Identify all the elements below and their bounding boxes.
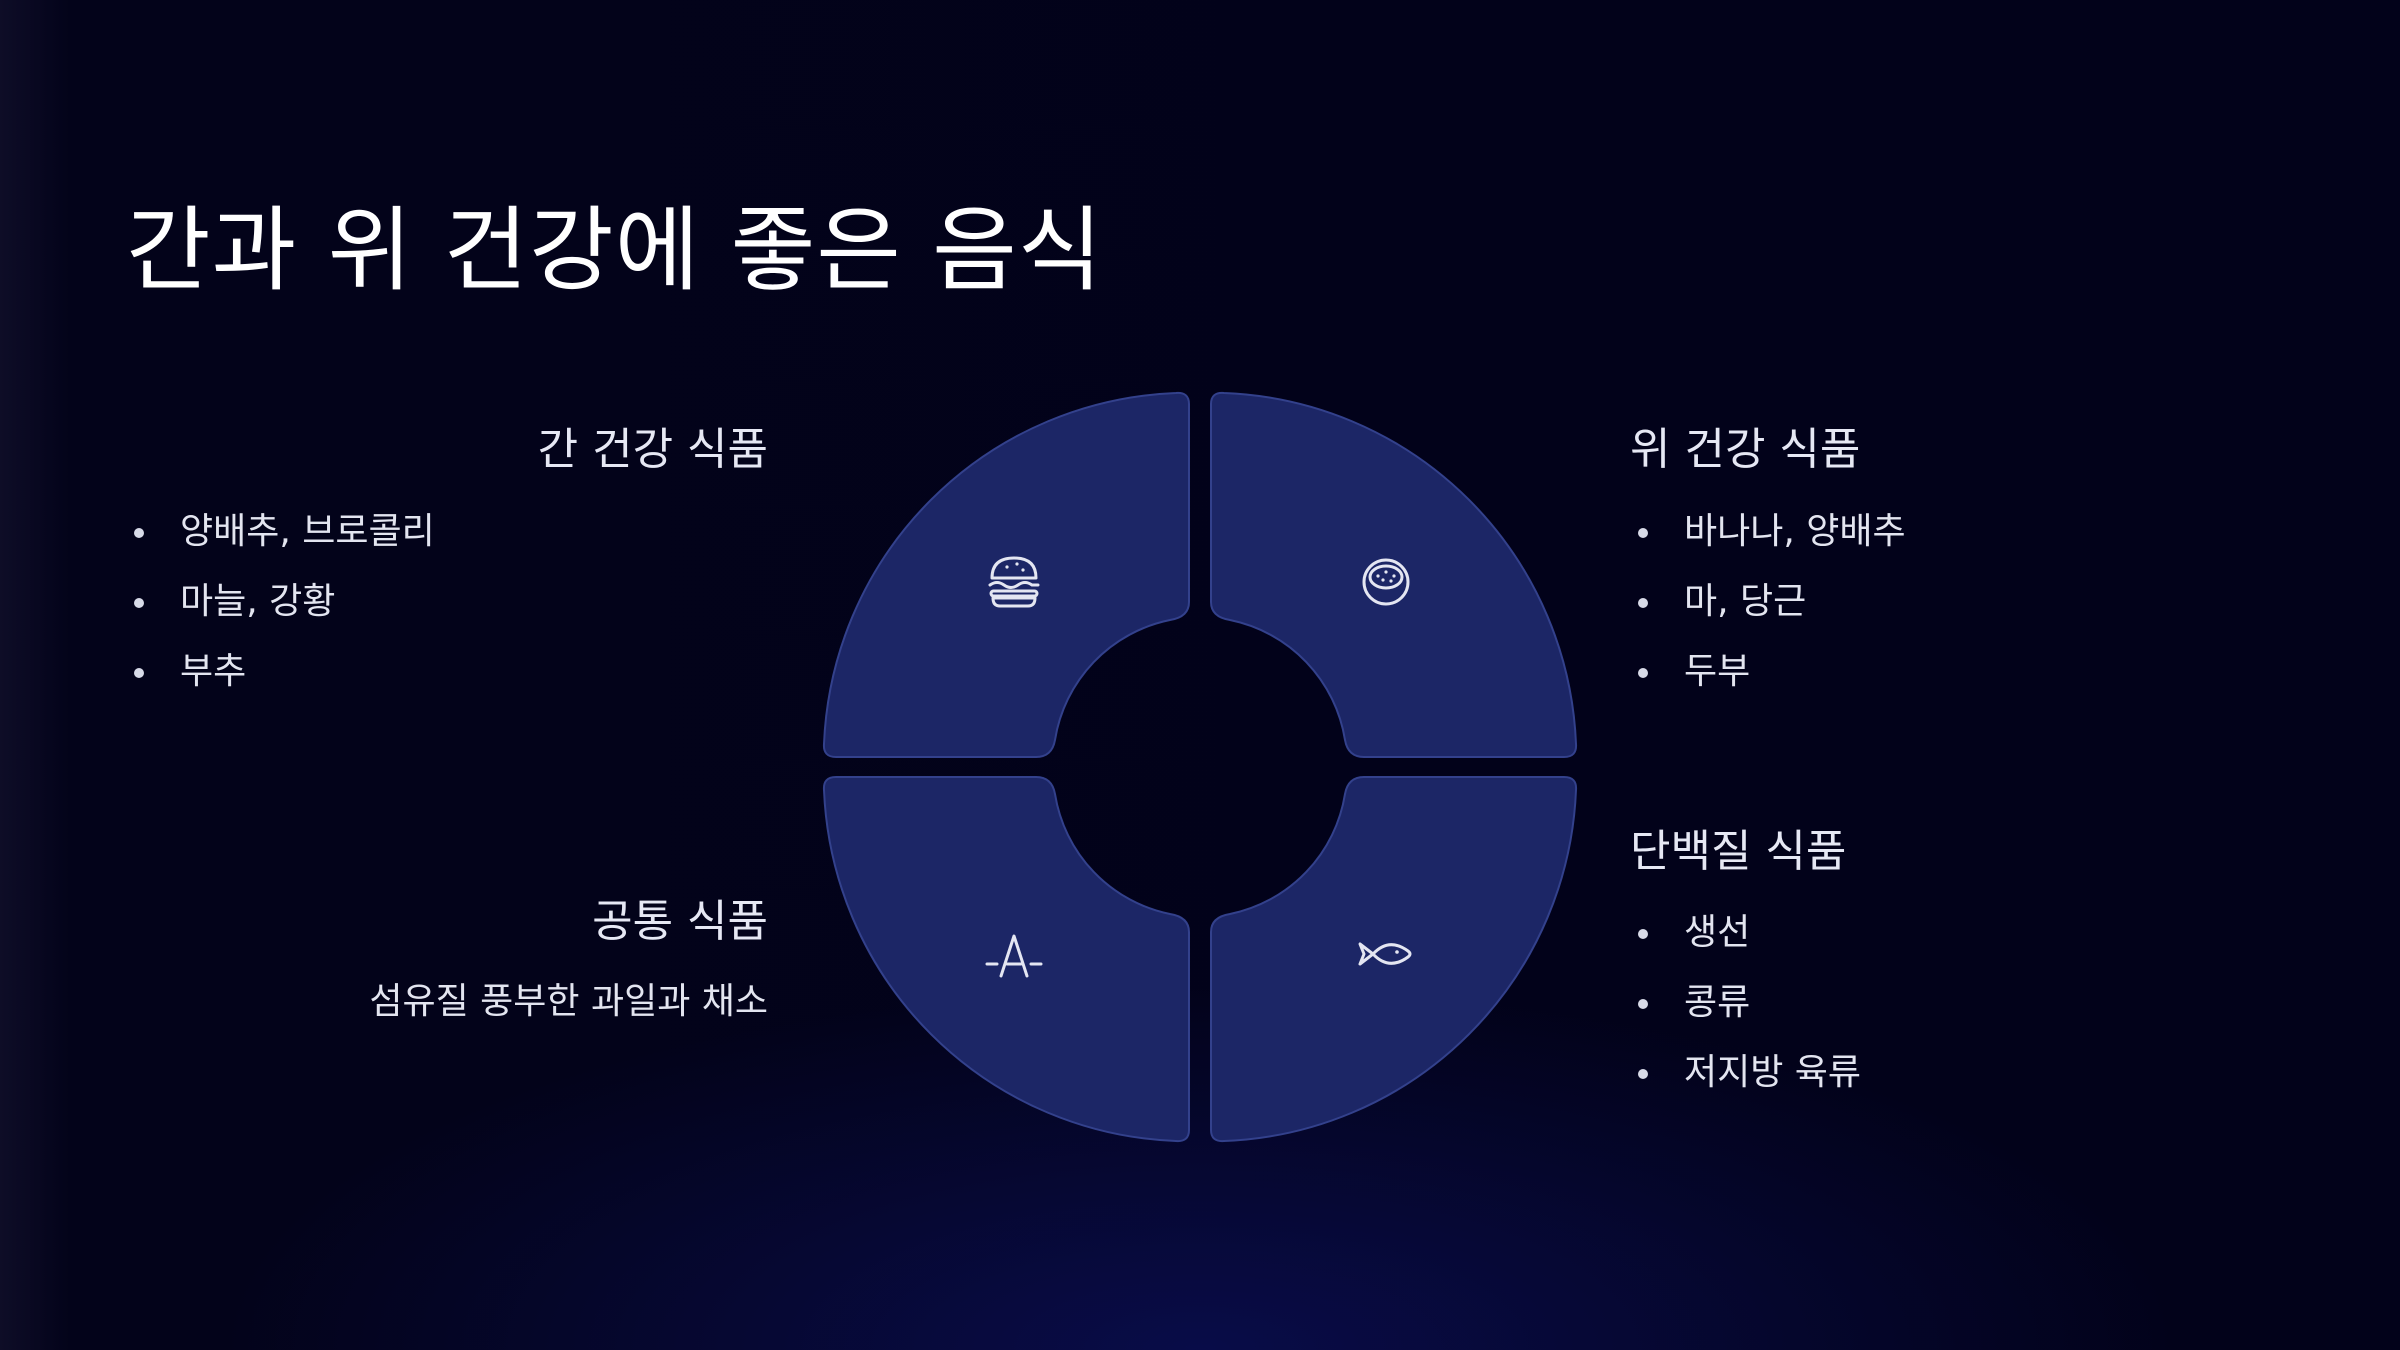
segment-top-left [822, 391, 1190, 758]
list-item: 마, 당근 [1630, 567, 1906, 637]
stomach-foods-list: 바나나, 양배추 마, 당근 두부 [1630, 497, 1906, 707]
fish-icon [1358, 942, 1412, 966]
protein-foods-list: 생선 콩류 저지방 육류 [1630, 898, 1861, 1108]
burger-icon [988, 556, 1040, 608]
kiwi-icon [1362, 558, 1410, 606]
protein-foods-heading: 단백질 식품 [1630, 826, 1847, 877]
sprout-icon [985, 934, 1043, 978]
list-item: 생선 [1630, 898, 1861, 968]
common-foods-description: 섬유질 풍부한 과일과 채소 [369, 981, 768, 1022]
list-item: 저지방 육류 [1630, 1038, 1861, 1108]
list-item: 마늘, 강황 [126, 567, 435, 637]
list-item: 두부 [1630, 637, 1906, 707]
list-item: 콩류 [1630, 968, 1861, 1038]
stomach-foods-heading: 위 건강 식품 [1630, 424, 1861, 475]
segment-bottom-right [1210, 776, 1578, 1143]
list-item: 바나나, 양배추 [1630, 497, 1906, 567]
liver-foods-list: 양배추, 브로콜리 마늘, 강황 부추 [126, 497, 435, 707]
common-foods-heading: 공통 식품 [592, 896, 768, 947]
quadrant-segments [822, 391, 1578, 1143]
list-item: 부추 [126, 637, 435, 707]
slide-title: 간과 위 건강에 좋은 음식 [126, 197, 1104, 304]
liver-foods-heading: 간 건강 식품 [537, 424, 768, 475]
list-item: 양배추, 브로콜리 [126, 497, 435, 567]
